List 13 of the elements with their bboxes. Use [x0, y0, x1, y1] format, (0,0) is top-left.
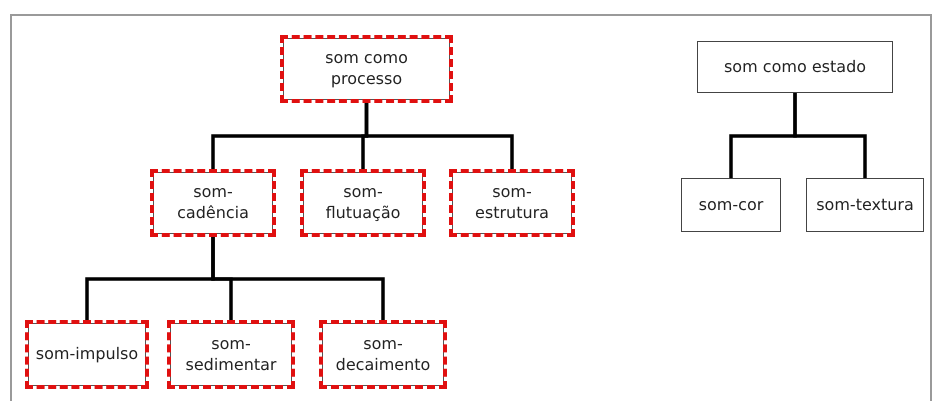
- tree-connector: [364, 100, 514, 172]
- concept-box: som como estado: [697, 41, 893, 93]
- highlighted-concept-box: som como processo: [283, 38, 450, 100]
- highlighted-concept-box: som-flutuação: [303, 172, 423, 234]
- highlighted-concept-box: som-impulso: [28, 323, 146, 386]
- highlighted-concept-box: som-decaimento: [322, 323, 444, 386]
- concept-box: som-cor: [681, 178, 781, 232]
- highlighted-concept-box: som-sedimentar: [170, 323, 292, 386]
- concept-box: som-textura: [806, 178, 924, 232]
- highlighted-concept-box: som-cadência: [153, 172, 273, 234]
- tree-connector: [793, 93, 867, 178]
- highlighted-concept-box: som-estrutura: [452, 172, 572, 234]
- tree-connector: [211, 234, 385, 323]
